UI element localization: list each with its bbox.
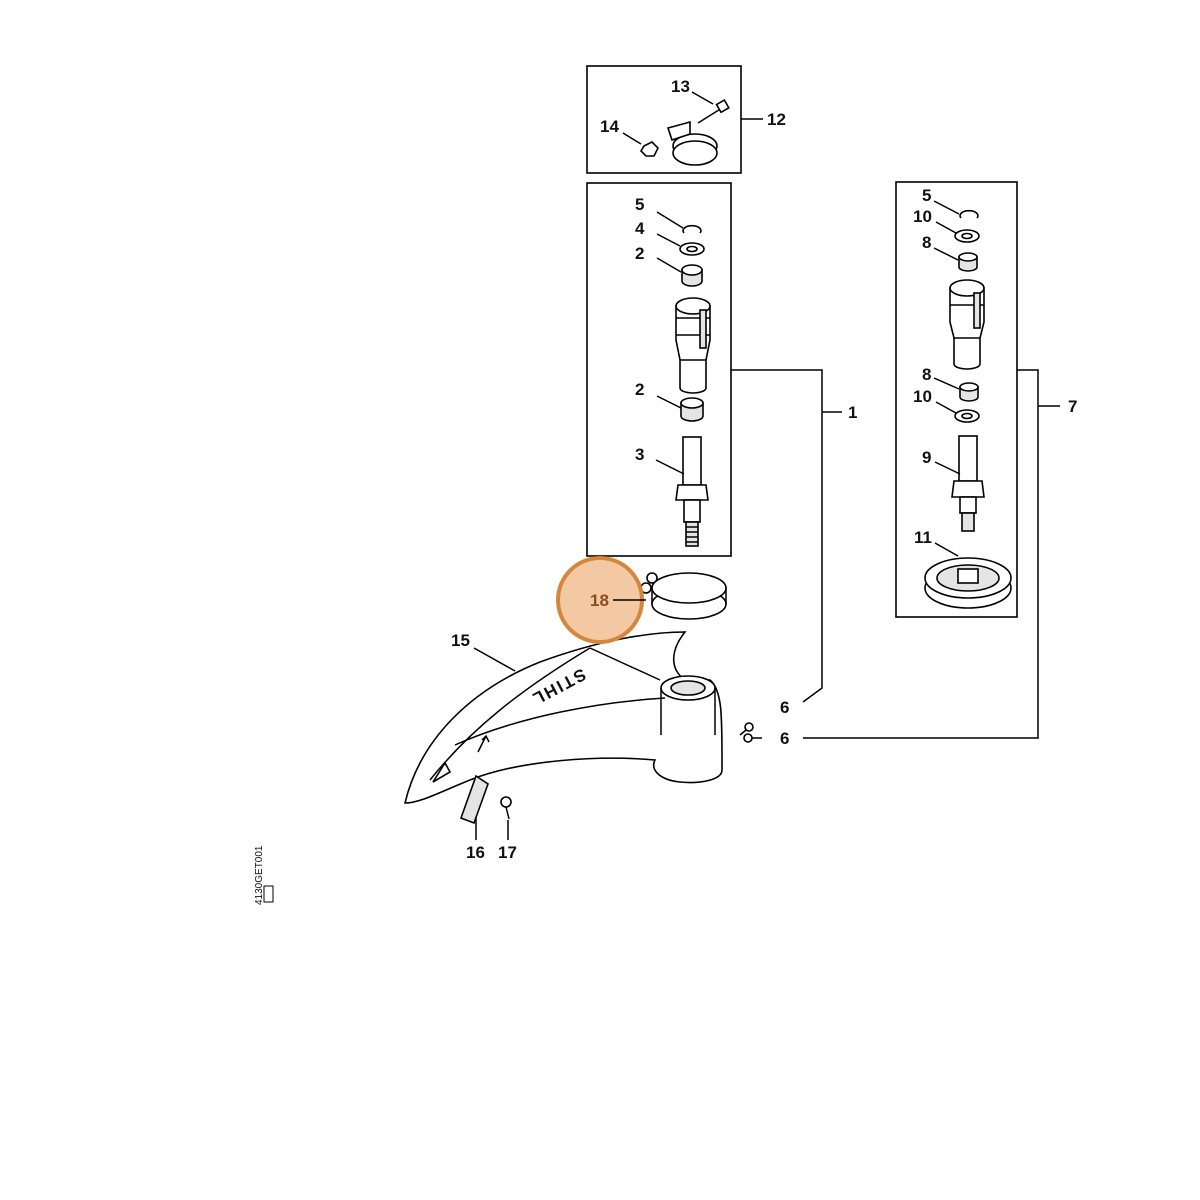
label-18: 18	[590, 591, 609, 610]
label-3: 3	[635, 445, 644, 464]
leader-1	[731, 369, 823, 703]
gear-head-assembly-box: 5 4 2 2 3	[586, 182, 732, 557]
nut-14[interactable]	[639, 141, 659, 157]
label-7: 7	[1068, 397, 1077, 416]
label-15: 15	[451, 631, 470, 650]
label-5a: 5	[635, 195, 644, 214]
sticker-16[interactable]	[459, 774, 489, 825]
label-16: 16	[466, 843, 485, 862]
thrust-plate-11[interactable]	[924, 557, 1012, 609]
screw-6b[interactable]	[743, 733, 762, 743]
washer-10b[interactable]	[954, 409, 980, 423]
label-13: 13	[671, 77, 690, 96]
washer-10a[interactable]	[954, 229, 980, 243]
screw-13[interactable]	[697, 98, 730, 124]
label-11: 11	[914, 528, 932, 547]
label-4: 4	[635, 219, 645, 238]
clamp-assembly-box: 13 14 12	[586, 65, 786, 174]
gear-housing[interactable]	[675, 297, 711, 394]
label-6a: 6	[780, 698, 789, 717]
screw-17[interactable]	[500, 796, 512, 820]
highlight-callout-18[interactable]: 18	[556, 556, 646, 644]
label-2b: 2	[635, 380, 644, 399]
bushing-2b[interactable]	[680, 397, 704, 422]
shaft-3[interactable]	[675, 436, 709, 547]
label-10b: 10	[913, 387, 932, 406]
circlip-5a[interactable]	[682, 224, 702, 234]
label-1: 1	[848, 403, 857, 422]
bearing-8b[interactable]	[959, 382, 979, 402]
label-17: 17	[498, 843, 517, 862]
alt-gear-housing[interactable]	[949, 279, 985, 370]
label-10a: 10	[913, 207, 932, 226]
label-2a: 2	[635, 244, 644, 263]
circlip-5b[interactable]	[959, 209, 979, 219]
screw-6a[interactable]	[739, 722, 754, 736]
label-9: 9	[922, 448, 931, 467]
deflector-guard-15[interactable]: STIHL	[403, 631, 723, 804]
label-8b: 8	[922, 365, 931, 384]
bearing-8a[interactable]	[958, 252, 978, 272]
alt-gear-head-assembly-box: 5 10 8 8 10 9 11	[895, 181, 1018, 618]
washer-4[interactable]	[679, 242, 705, 256]
label-8a: 8	[922, 233, 931, 252]
label-6b: 6	[780, 729, 789, 748]
shaft-9[interactable]	[951, 435, 985, 532]
leader-7	[803, 369, 1039, 739]
label-12: 12	[767, 110, 786, 129]
drawing-ref: 4130GET001	[254, 845, 265, 905]
clamp-12[interactable]	[666, 120, 718, 166]
label-5b: 5	[922, 186, 931, 205]
clamp-ring-18[interactable]	[640, 572, 727, 620]
bushing-2a[interactable]	[681, 264, 703, 287]
label-14: 14	[600, 117, 619, 136]
